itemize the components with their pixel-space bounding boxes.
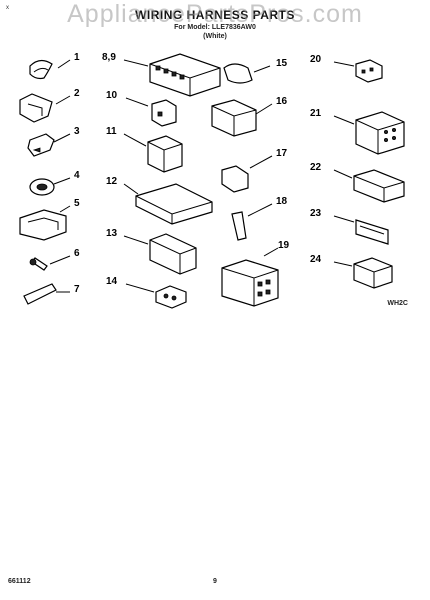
part-20-connector-drawing [333,59,383,83]
part-7-tie-drawing [23,283,70,305]
part-label-16: 16 [276,96,288,107]
part-10-connector-drawing [125,97,177,127]
part-6-screw-drawing [29,255,71,271]
part-label-8-9: 8,9 [102,52,116,63]
part-label-23: 23 [310,208,322,219]
part-23-strip-drawing [333,215,389,245]
part-16-connector-drawing [211,99,273,137]
part-13-connector-drawing [123,233,197,275]
part-label-1: 1 [74,52,80,63]
part-label-4: 4 [74,170,80,181]
part-label-10: 10 [106,90,118,101]
part-label-19: 19 [278,240,290,251]
part-12-terminal-block-drawing [123,183,213,225]
watermark: AppliancePartsPros.com [67,0,363,28]
part-label-12: 12 [106,176,118,187]
part-label-13: 13 [106,228,118,239]
part-label-18: 18 [276,196,288,207]
part-24-connector-drawing [333,257,393,289]
part-2-clamp-drawing [19,93,71,123]
part-label-22: 22 [310,162,322,173]
part-label-24: 24 [310,254,322,265]
part-4-grommet-drawing [29,177,71,196]
part-label-5: 5 [74,198,80,209]
part-21-housing-drawing [333,111,405,155]
part-label-11: 11 [106,126,117,137]
part-1-clip-drawing [29,59,71,80]
part-19-block-drawing [221,247,279,307]
part-18-latch-drawing [231,203,273,241]
part-14-plug-drawing [125,283,187,309]
part-11-housing-drawing [123,133,183,173]
part-label-17: 17 [276,148,288,159]
corner-mark: x [6,5,9,11]
footer-doc-number: 661112 [8,578,31,585]
part-label-6: 6 [74,248,80,259]
color-subtitle: (White) [203,33,227,40]
part-3-retainer-drawing [27,133,71,157]
part-17-terminal-drawing [221,155,273,193]
footer-page-number: 9 [213,578,217,585]
part-22-terminal-block-drawing [333,169,405,203]
part-label-3: 3 [74,126,80,137]
part-label-15: 15 [276,58,288,69]
part-label-14: 14 [106,276,118,287]
part-5-bracket-drawing [19,205,71,241]
part-8-9-connector-drawing [123,53,221,97]
diagram-code: WH2C [387,300,408,307]
part-label-21: 21 [310,108,322,119]
model-subtitle: For Model: LLE7836AW0 [174,24,256,31]
part-label-2: 2 [74,88,80,99]
part-label-7: 7 [74,284,80,295]
part-15-clip-drawing [223,63,271,84]
part-label-20: 20 [310,54,322,65]
page-title: WIRING HARNESS PARTS [135,8,295,22]
